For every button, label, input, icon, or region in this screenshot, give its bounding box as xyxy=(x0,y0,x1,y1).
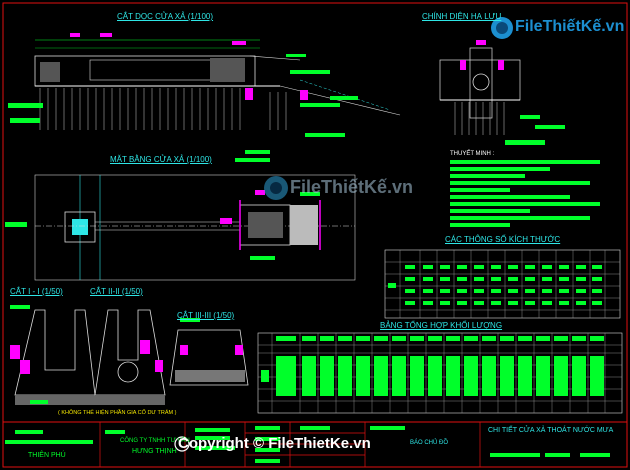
params-table-title: CÁC THÔNG SỐ KÍCH THƯỚC xyxy=(445,235,561,244)
params-table xyxy=(384,249,621,319)
front-elevation-drawing xyxy=(439,40,565,145)
long-section-drawing xyxy=(8,33,401,162)
watermark-logo-icon xyxy=(264,176,288,200)
section-1-title: CẮT I - I (1/50) xyxy=(10,287,63,296)
section-2-title: CẮT II-II (1/50) xyxy=(90,287,143,296)
org-1-name: THIÊN PHÚ xyxy=(28,452,66,459)
section-3-title: CẮT III-III (1/50) xyxy=(177,311,235,320)
copyright-icon xyxy=(174,436,190,452)
quantity-table xyxy=(257,332,623,414)
title-block-mid-label: BÁO CHỦ ĐỒ xyxy=(410,440,449,446)
plan-title: MẶT BẰNG CỬA XẢ (1/100) xyxy=(110,155,212,164)
sections-drawing xyxy=(10,305,249,405)
notes-title: THUYẾT MINH : xyxy=(450,151,495,157)
logo-text: FileThiếtKế.vn xyxy=(515,18,625,35)
org-2-line2: HƯNG THỊNH xyxy=(132,448,177,455)
notes-lines xyxy=(450,160,600,227)
org-2-line1: CÔNG TY TNHH TƯ VẤN xyxy=(120,438,190,444)
quantity-table-title: BẢNG TỔNG HỢP KHỐI LƯỢNG xyxy=(380,321,503,330)
watermark-center-text: FileThiếtKế.vn xyxy=(290,177,414,197)
copyright-text: Copyright © FileThietKe.vn xyxy=(178,435,371,452)
notes-caption: ( KHÔNG THỂ HIỆN PHẦN GIA CỐ DƯ TRÁM ) xyxy=(58,410,177,416)
front-elevation-title: CHÍNH DIỆN HẠ LƯU xyxy=(422,12,502,21)
plan-drawing xyxy=(5,174,356,281)
long-section-title: CẮT DỌC CỬA XẢ (1/100) xyxy=(117,12,214,21)
filethietke-logo-icon xyxy=(491,17,513,39)
drawing-name: CHI TIẾT CỬA XẢ THOÁT NƯỚC MƯA xyxy=(488,427,614,434)
title-block xyxy=(2,421,628,468)
